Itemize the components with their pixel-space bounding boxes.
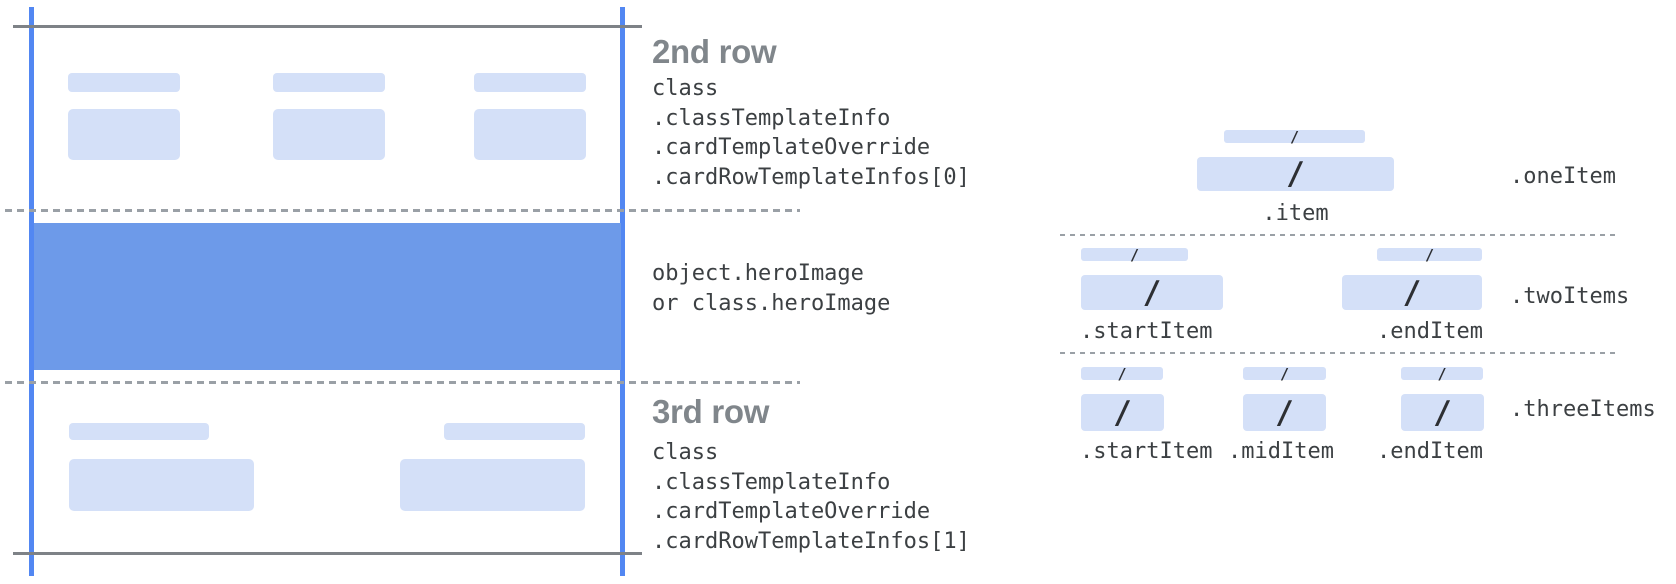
slash-mark: / — [1289, 127, 1300, 146]
field-label-chip — [273, 73, 385, 92]
row-separator-dashed-top — [5, 209, 800, 212]
slash-mark: / — [1142, 274, 1162, 311]
two-items-row-label: .twoItems — [1510, 284, 1630, 309]
row-separator-dashed-bottom — [5, 381, 800, 384]
field-value-chip — [273, 109, 385, 160]
second-row-heading: 2nd row — [652, 33, 777, 70]
code-line: class — [652, 76, 719, 101]
third-row-heading: 3rd row — [652, 393, 770, 430]
item-label-bar: / — [1224, 127, 1365, 146]
item-value-bar: / — [1197, 156, 1394, 192]
item-field-label: .item — [1262, 201, 1329, 226]
field-value-chip — [400, 459, 585, 511]
one-item-row-label: .oneItem — [1510, 164, 1616, 189]
field-label-chip — [444, 423, 585, 440]
item-field-label: .startItem — [1080, 319, 1213, 344]
slash-mark: / — [1129, 245, 1140, 264]
card-top-edge-line — [13, 25, 642, 28]
field-value-chip — [68, 109, 180, 160]
three-items-row-label: .threeItems — [1510, 397, 1656, 422]
code-line: object.heroImage — [652, 261, 864, 286]
items-separator-dashed-bottom — [1060, 352, 1620, 354]
item-field-label: .midItem — [1228, 439, 1334, 464]
item-label-bar: / — [1081, 245, 1188, 264]
item-value-bar: / — [1081, 394, 1164, 431]
item-value-bar: / — [1342, 274, 1482, 311]
field-label-chip — [69, 423, 209, 440]
slash-mark: / — [1424, 245, 1435, 264]
hero-image-code-ref: object.heroImage or class.heroImage — [652, 259, 890, 318]
code-line: or class.heroImage — [652, 290, 891, 316]
item-value-bar: / — [1081, 274, 1223, 311]
card-bottom-edge-line — [13, 552, 642, 555]
slash-mark: / — [1113, 394, 1132, 431]
hero-image-band — [34, 223, 621, 370]
code-line: .cardTemplateOverride — [652, 135, 931, 161]
item-label-bar: / — [1081, 364, 1163, 383]
field-label-chip — [474, 73, 586, 92]
item-field-label: .startItem — [1080, 439, 1213, 464]
field-value-chip — [474, 109, 586, 160]
code-line: .cardTemplateOverride — [652, 499, 931, 525]
item-label-bar: / — [1243, 364, 1326, 383]
slash-mark: / — [1279, 364, 1290, 383]
code-line: .cardRowTemplateInfos[0] — [652, 164, 970, 190]
item-value-bar: / — [1401, 394, 1484, 431]
field-label-chip — [68, 73, 180, 92]
slash-mark: / — [1402, 274, 1422, 311]
item-field-label: .endItem — [1377, 439, 1483, 464]
code-line: .classTemplateInfo — [652, 469, 891, 495]
card-left-guide-line — [29, 7, 34, 576]
field-value-chip — [69, 459, 254, 511]
third-row-code-ref: class .classTemplateInfo .cardTemplateOv… — [652, 438, 970, 556]
slash-mark: / — [1437, 364, 1447, 383]
slash-mark: / — [1286, 156, 1305, 192]
slash-mark: / — [1275, 394, 1294, 431]
code-line: class — [652, 440, 719, 465]
slash-mark: / — [1117, 364, 1127, 383]
card-right-guide-line — [620, 7, 625, 576]
slash-mark: / — [1433, 394, 1452, 431]
item-label-bar: / — [1377, 245, 1482, 264]
items-separator-dashed-top — [1060, 234, 1620, 236]
code-line: .classTemplateInfo — [652, 105, 891, 131]
item-field-label: .endItem — [1377, 319, 1483, 344]
code-line: .cardRowTemplateInfos[1] — [652, 528, 970, 554]
item-value-bar: / — [1243, 394, 1326, 431]
item-label-bar: / — [1401, 364, 1483, 383]
second-row-code-ref: class .classTemplateInfo .cardTemplateOv… — [652, 74, 970, 192]
